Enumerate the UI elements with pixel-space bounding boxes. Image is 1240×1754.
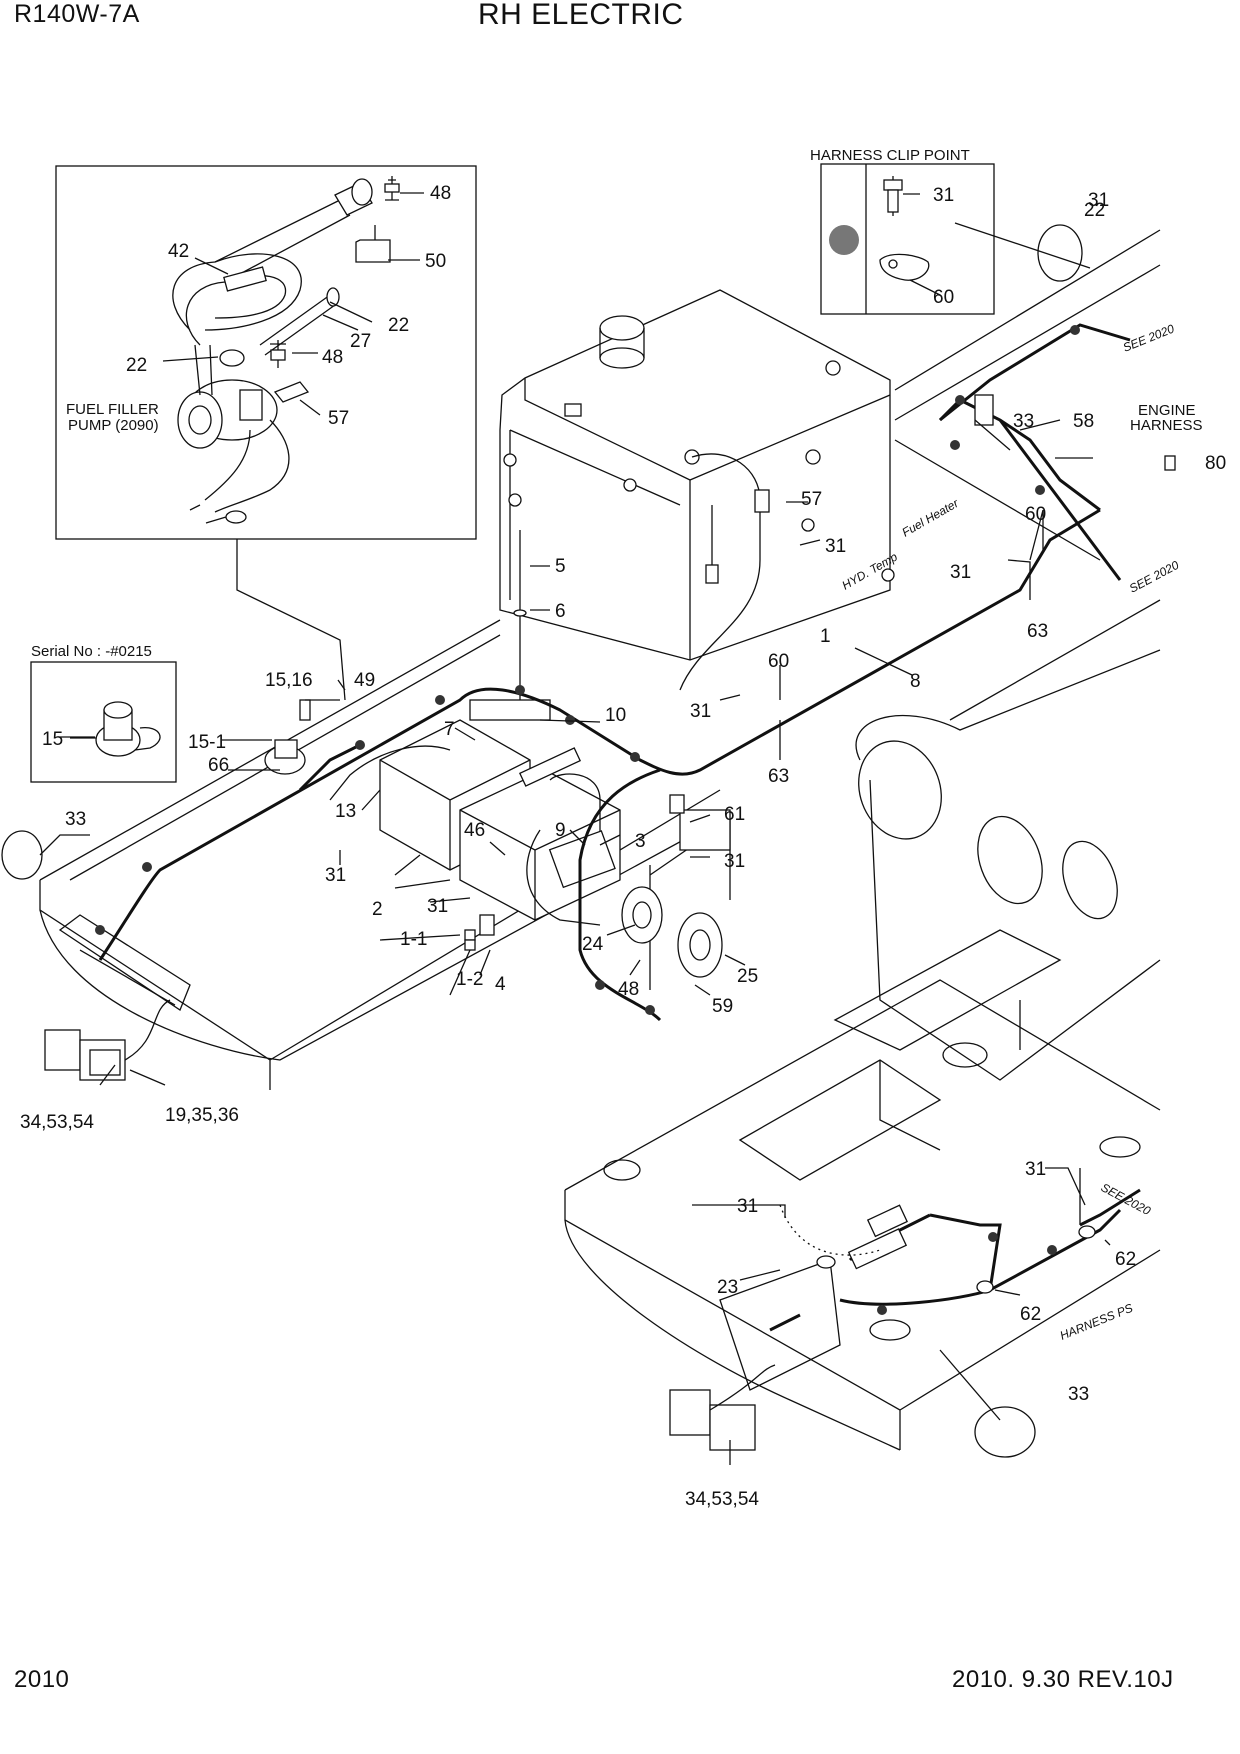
part-number-label: 80 [1205, 453, 1226, 474]
leader-lines [39, 222, 1111, 1465]
part-number-label: 66 [208, 755, 229, 776]
fuel-filler-label-line2: PUMP (2090) [68, 417, 159, 434]
part-number-label: 34,53,54 [685, 1489, 759, 1510]
part-number-label: 13 [335, 801, 356, 822]
part-number-label: 60 [933, 287, 954, 308]
part-number-label: 33 [1013, 411, 1034, 432]
see-2020-top: SEE 2020 [1121, 321, 1177, 354]
part-number-label: 62 [1115, 1249, 1136, 1270]
harness-clip-point-box [820, 163, 995, 315]
part-number-label: 48 [322, 347, 343, 368]
part-number-label: 48 [618, 979, 639, 1000]
engine-harness-label-line1: ENGINE [1138, 402, 1196, 419]
part-number-label: 60 [768, 651, 789, 672]
fuel-filler-pump-inset [55, 165, 477, 701]
part-number-label: 1-1 [400, 929, 427, 950]
part-number-label: 27 [350, 331, 371, 352]
small-hardware [1, 224, 1176, 1458]
serial-no-label: Serial No : -#0215 [31, 643, 152, 660]
part-number-label: 46 [464, 820, 485, 841]
part-number-label: 49 [354, 670, 375, 691]
part-number-label: 62 [1020, 1304, 1041, 1325]
part-number-label: 6 [555, 601, 566, 622]
harness-clip-point-label: HARNESS CLIP POINT [810, 147, 970, 164]
part-number-label: 19,35,36 [165, 1105, 239, 1126]
part-number-label: 33 [1068, 1384, 1089, 1405]
part-number-label: 22 [1084, 200, 1105, 221]
part-number-label: 15-1 [188, 732, 226, 753]
part-number-label: 3 [635, 831, 646, 852]
part-number-label: 10 [605, 705, 626, 726]
part-number-label: 1-2 [456, 969, 483, 990]
hydraulic-tank [499, 289, 891, 720]
part-number-label: 58 [1073, 411, 1094, 432]
part-number-label: 60 [1025, 504, 1046, 525]
part-number-label: 31 [690, 701, 711, 722]
part-number-label: 34,53,54 [20, 1112, 94, 1133]
part-number-label: 8 [910, 671, 921, 692]
lower-right-frame [564, 929, 1161, 1451]
reflector-left [1, 830, 43, 880]
part-number-label: 4 [495, 974, 506, 995]
part-number-label: 1 [820, 626, 831, 647]
part-number-label: 9 [555, 820, 566, 841]
part-number-label: 31 [933, 185, 954, 206]
engine-harness-label-line2: HARNESS [1130, 417, 1203, 434]
reflector-bottom [974, 1406, 1036, 1458]
batteries [329, 699, 621, 926]
page-title: RH ELECTRIC [478, 0, 684, 31]
part-number-label: 31 [1088, 190, 1109, 211]
part-number-label: 31 [1025, 1159, 1046, 1180]
part-number-label: 15,16 [265, 670, 313, 691]
part-number-label: 31 [950, 562, 971, 583]
main-harness [95, 323, 1131, 1022]
key-switch-inset [30, 661, 177, 783]
part-number-label: 5 [555, 556, 566, 577]
part-number-label: 31 [825, 536, 846, 557]
model-code: R140W-7A [14, 0, 140, 28]
part-number-label: 22 [126, 355, 147, 376]
part-number-label: 23 [717, 1277, 738, 1298]
part-number-label: 57 [801, 489, 822, 510]
part-number-label: 22 [388, 315, 409, 336]
part-number-label: 42 [168, 241, 189, 262]
part-number-label: 2 [372, 899, 383, 920]
revision-date: 2010. 9.30 REV.10J [952, 1666, 1174, 1693]
harness-ps-label: HARNESS PS [1058, 1301, 1135, 1343]
part-number-label: 48 [430, 183, 451, 204]
horns [621, 794, 731, 990]
reflector-top-right [1037, 224, 1083, 282]
right-frame [855, 229, 1161, 1081]
part-number-label: 24 [582, 934, 604, 955]
see-2020-right: SEE 2020 [1127, 558, 1182, 596]
part-number-label: 15 [42, 729, 63, 750]
part-number-label: 63 [768, 766, 789, 787]
part-number-label: 31 [427, 896, 448, 917]
fuel-heater-label: Fuel Heater [900, 496, 962, 540]
part-number-label: 7 [444, 719, 455, 740]
fuel-filler-label-line1: FUEL FILLER [66, 401, 159, 418]
part-number-label: 50 [425, 251, 446, 272]
part-number-label: 33 [65, 809, 86, 830]
left-frame [39, 619, 721, 1090]
part-number-label: 59 [712, 996, 733, 1017]
part-number-label: 63 [1027, 621, 1048, 642]
clip-point-marker [829, 225, 859, 255]
part-number-label: 25 [737, 966, 758, 987]
part-number-label: 31 [325, 865, 346, 886]
part-number-label: 31 [724, 851, 745, 872]
part-number-label: 31 [737, 1196, 758, 1217]
part-number-label: 61 [724, 804, 745, 825]
page-number: 2010 [14, 1666, 70, 1693]
part-number-label: 57 [328, 408, 349, 429]
